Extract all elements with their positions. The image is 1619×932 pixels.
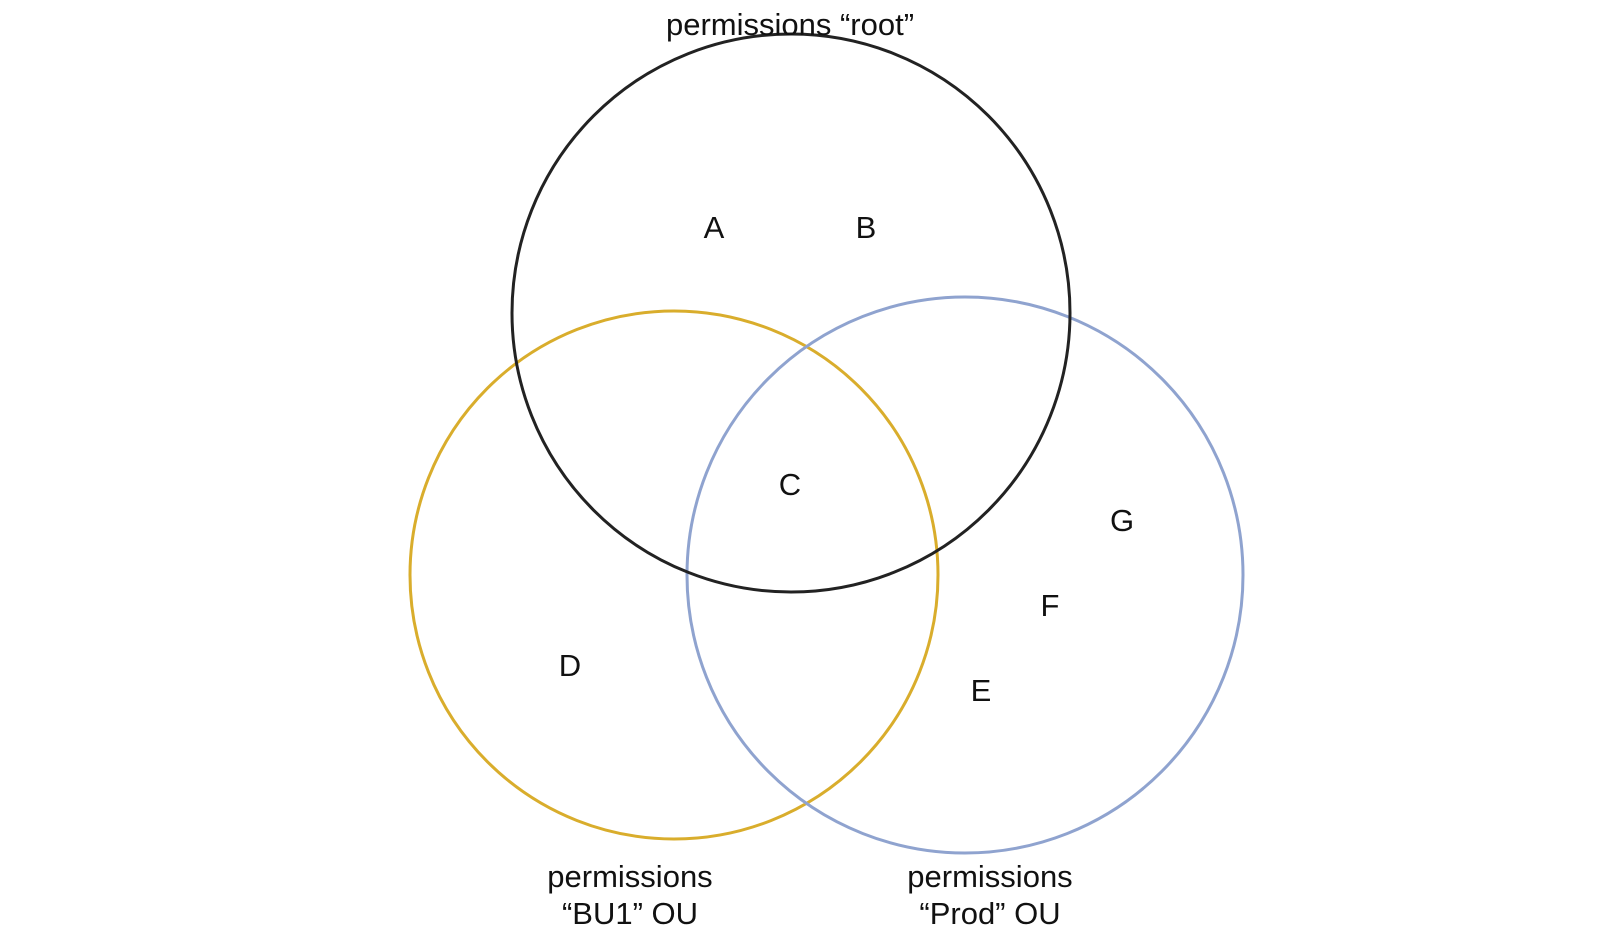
set-label-bu1: permissions “BU1” OU (420, 858, 840, 932)
set-label-bu1-line-1: permissions (547, 859, 713, 894)
set-label-prod-line-1: permissions (907, 859, 1073, 894)
circle-prod (685, 295, 1245, 855)
region-label-g: G (1109, 503, 1135, 538)
set-label-root: permissions “root” (560, 6, 1020, 43)
region-label-b: B (855, 210, 877, 245)
region-label-d: D (558, 648, 582, 683)
region-label-f: F (1040, 588, 1060, 623)
region-label-c: C (778, 467, 802, 502)
circle-root (510, 32, 1072, 594)
set-label-prod-line-2: “Prod” OU (919, 896, 1061, 932)
region-label-e: E (970, 673, 992, 708)
region-label-a: A (703, 210, 725, 245)
set-label-root-line-1: permissions “root” (665, 7, 915, 42)
circle-bu1 (408, 309, 940, 841)
set-label-prod: permissions “Prod” OU (780, 858, 1200, 932)
set-label-bu1-line-2: “BU1” OU (561, 896, 699, 932)
